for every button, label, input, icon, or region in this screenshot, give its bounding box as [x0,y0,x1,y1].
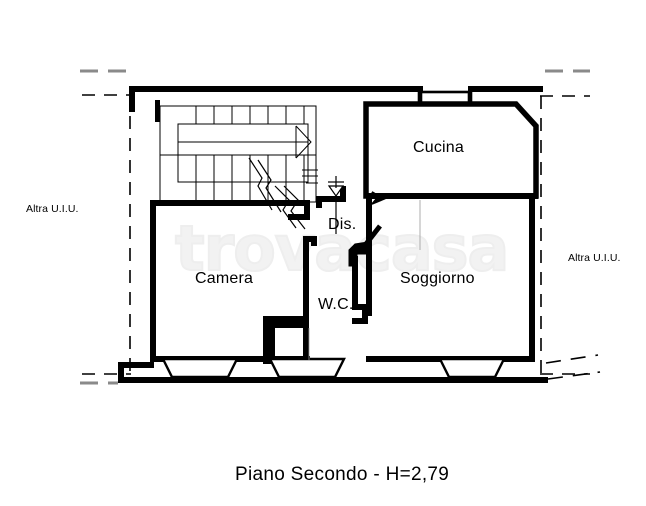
outer-dashed-extensions [80,69,590,385]
cucina-soggiorno-partition [366,193,538,199]
unit-boundary-dashed-stubs [82,94,590,375]
soggiorno-walls [366,196,535,362]
bottom-window-openings [161,357,506,379]
room-label-cucina: Cucina [413,139,465,156]
room-label-wc: W.C. [318,296,354,313]
right-extension-lines [545,354,601,380]
exterior-walls [129,86,543,92]
plan-caption: Piano Secondo - H=2,79 [235,464,450,485]
room-label-dis: Dis. [328,216,357,233]
camera-walls [150,200,310,362]
label-altra-uiu-left: Altra U.I.U. [26,203,79,215]
room-label-camera: Camera [195,270,254,287]
unit-boundary-dashed-lines [129,94,542,375]
construction-guide-lines [308,200,421,360]
cucina-walls [363,101,539,199]
stairwell [159,105,317,203]
room-label-soggiorno: Soggiorno [400,270,475,287]
section-marker-icon [327,176,345,234]
dis-corridor-walls [316,186,346,208]
bottom-exterior-wall [118,362,548,383]
stairwell-thick-walls [129,86,160,122]
stair-hatch-ticks [302,169,318,184]
label-altra-uiu-right: Altra U.I.U. [568,252,621,264]
wc-walls [269,236,368,364]
camera-wc-joint [263,316,309,364]
stair-direction-arrow-icon [295,125,312,159]
